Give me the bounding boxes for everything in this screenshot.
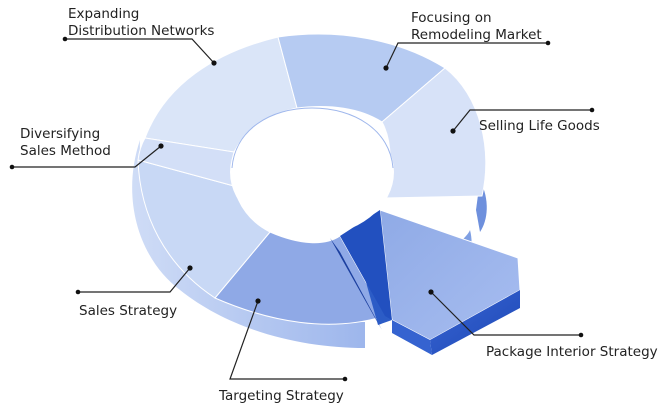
label-sales-strategy: Sales Strategy <box>79 303 178 319</box>
label-life-goods: Selling Life Goods <box>479 118 600 134</box>
slice-package <box>330 209 521 355</box>
slice-life-goods <box>381 67 487 199</box>
label-package: Package Interior Strategy <box>486 344 658 360</box>
leader-dots <box>9 36 595 382</box>
center-hole <box>230 108 394 236</box>
label-targeting: Targeting Strategy <box>219 388 344 404</box>
leader-lines <box>12 38 592 380</box>
slice-sales-strategy <box>137 159 271 299</box>
